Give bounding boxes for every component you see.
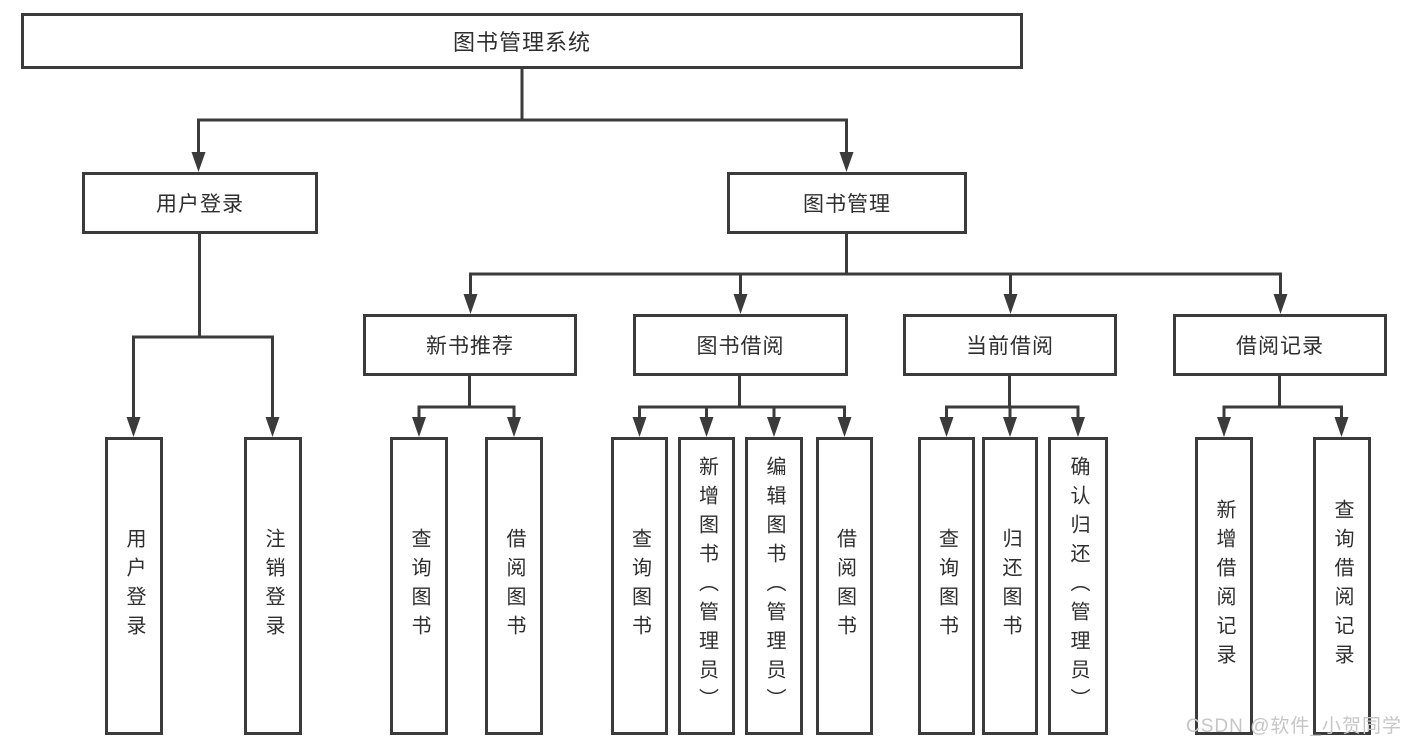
leaf-current-return-book: 归还图书 bbox=[982, 437, 1038, 735]
arrowhead bbox=[1334, 417, 1349, 437]
leaf-borrow-borrow-book: 借阅图书 bbox=[816, 437, 873, 735]
csdn-watermark: CSDN @软件_小贺同学 bbox=[1186, 716, 1402, 737]
node-label: 新书推荐 bbox=[426, 335, 514, 358]
leaf-current-confirm-return: 确认归还（管理员） bbox=[1048, 437, 1108, 735]
arrowhead bbox=[733, 294, 748, 314]
arrowhead bbox=[191, 152, 206, 172]
leaf-user-login-action: 用户登录 bbox=[105, 437, 163, 735]
leaf-label: 查询图书 bbox=[935, 528, 958, 644]
node-label: 借阅记录 bbox=[1236, 335, 1324, 358]
connector-user-login-split bbox=[132, 335, 274, 421]
arrowhead bbox=[699, 417, 714, 437]
node-label: 用户登录 bbox=[156, 193, 244, 216]
arrowhead bbox=[632, 417, 647, 437]
connector-recommend-split bbox=[417, 405, 516, 421]
leaf-recommend-borrow-book: 借阅图书 bbox=[485, 437, 543, 735]
leaf-label: 查询图书 bbox=[408, 528, 430, 644]
leaf-label: 新增图书（管理员） bbox=[695, 455, 718, 717]
leaf-label: 借阅图书 bbox=[503, 528, 525, 644]
arrowhead bbox=[1071, 417, 1085, 437]
leaf-label: 借阅图书 bbox=[833, 528, 856, 644]
arrowhead bbox=[265, 417, 280, 437]
connector-root-split bbox=[197, 118, 848, 156]
node-new-book-recommend: 新书推荐 bbox=[363, 314, 577, 376]
leaf-recommend-query-book: 查询图书 bbox=[390, 437, 448, 735]
arrowhead bbox=[1003, 417, 1017, 437]
arrowheads bbox=[126, 152, 1349, 437]
connector-borrow-split bbox=[638, 405, 846, 421]
leaf-records-add-record: 新增借阅记录 bbox=[1195, 437, 1253, 735]
leaf-borrow-add-book: 新增图书（管理员） bbox=[678, 437, 735, 735]
arrowhead bbox=[507, 417, 521, 437]
leaf-current-query-book: 查询图书 bbox=[918, 437, 975, 735]
leaf-label: 归还图书 bbox=[999, 528, 1021, 644]
node-borrow-records: 借阅记录 bbox=[1173, 314, 1387, 376]
node-root-label: 图书管理系统 bbox=[452, 30, 591, 55]
node-book-management: 图书管理 bbox=[727, 172, 967, 234]
arrowhead bbox=[1273, 294, 1288, 314]
node-user-login: 用户登录 bbox=[82, 172, 318, 234]
node-label: 图书借阅 bbox=[696, 335, 785, 358]
arrowhead bbox=[1003, 294, 1018, 314]
leaf-borrow-edit-book: 编辑图书（管理员） bbox=[745, 437, 803, 735]
node-current-borrow: 当前借阅 bbox=[903, 314, 1117, 376]
leaf-records-query-record: 查询借阅记录 bbox=[1313, 437, 1371, 735]
arrowhead bbox=[839, 152, 854, 172]
arrowhead bbox=[1217, 417, 1231, 437]
leaf-label: 注销登录 bbox=[262, 528, 284, 644]
arrowhead bbox=[412, 417, 426, 437]
arrowhead bbox=[126, 417, 141, 437]
leaf-label: 编辑图书（管理员） bbox=[763, 455, 785, 717]
arrowhead bbox=[767, 417, 781, 437]
node-label: 当前借阅 bbox=[966, 335, 1054, 358]
leaf-label: 确认归还（管理员） bbox=[1067, 455, 1089, 717]
leaf-label: 查询图书 bbox=[628, 528, 651, 644]
node-book-borrow: 图书借阅 bbox=[633, 314, 848, 376]
node-root-system: 图书管理系统 bbox=[21, 13, 1023, 69]
connector-records-split bbox=[1222, 405, 1343, 421]
leaf-label: 用户登录 bbox=[123, 528, 145, 644]
connector-current-split bbox=[945, 405, 1080, 421]
arrowhead bbox=[463, 294, 478, 314]
leaf-label: 查询借阅记录 bbox=[1331, 499, 1353, 673]
node-label: 图书管理 bbox=[803, 193, 891, 216]
leaf-borrow-query-book: 查询图书 bbox=[611, 437, 668, 735]
leaf-logout-action: 注销登录 bbox=[244, 437, 302, 735]
arrowhead bbox=[939, 417, 954, 437]
arrowhead bbox=[837, 417, 852, 437]
leaf-label: 新增借阅记录 bbox=[1213, 499, 1235, 673]
connector-book-mgmt-split bbox=[469, 272, 1282, 298]
